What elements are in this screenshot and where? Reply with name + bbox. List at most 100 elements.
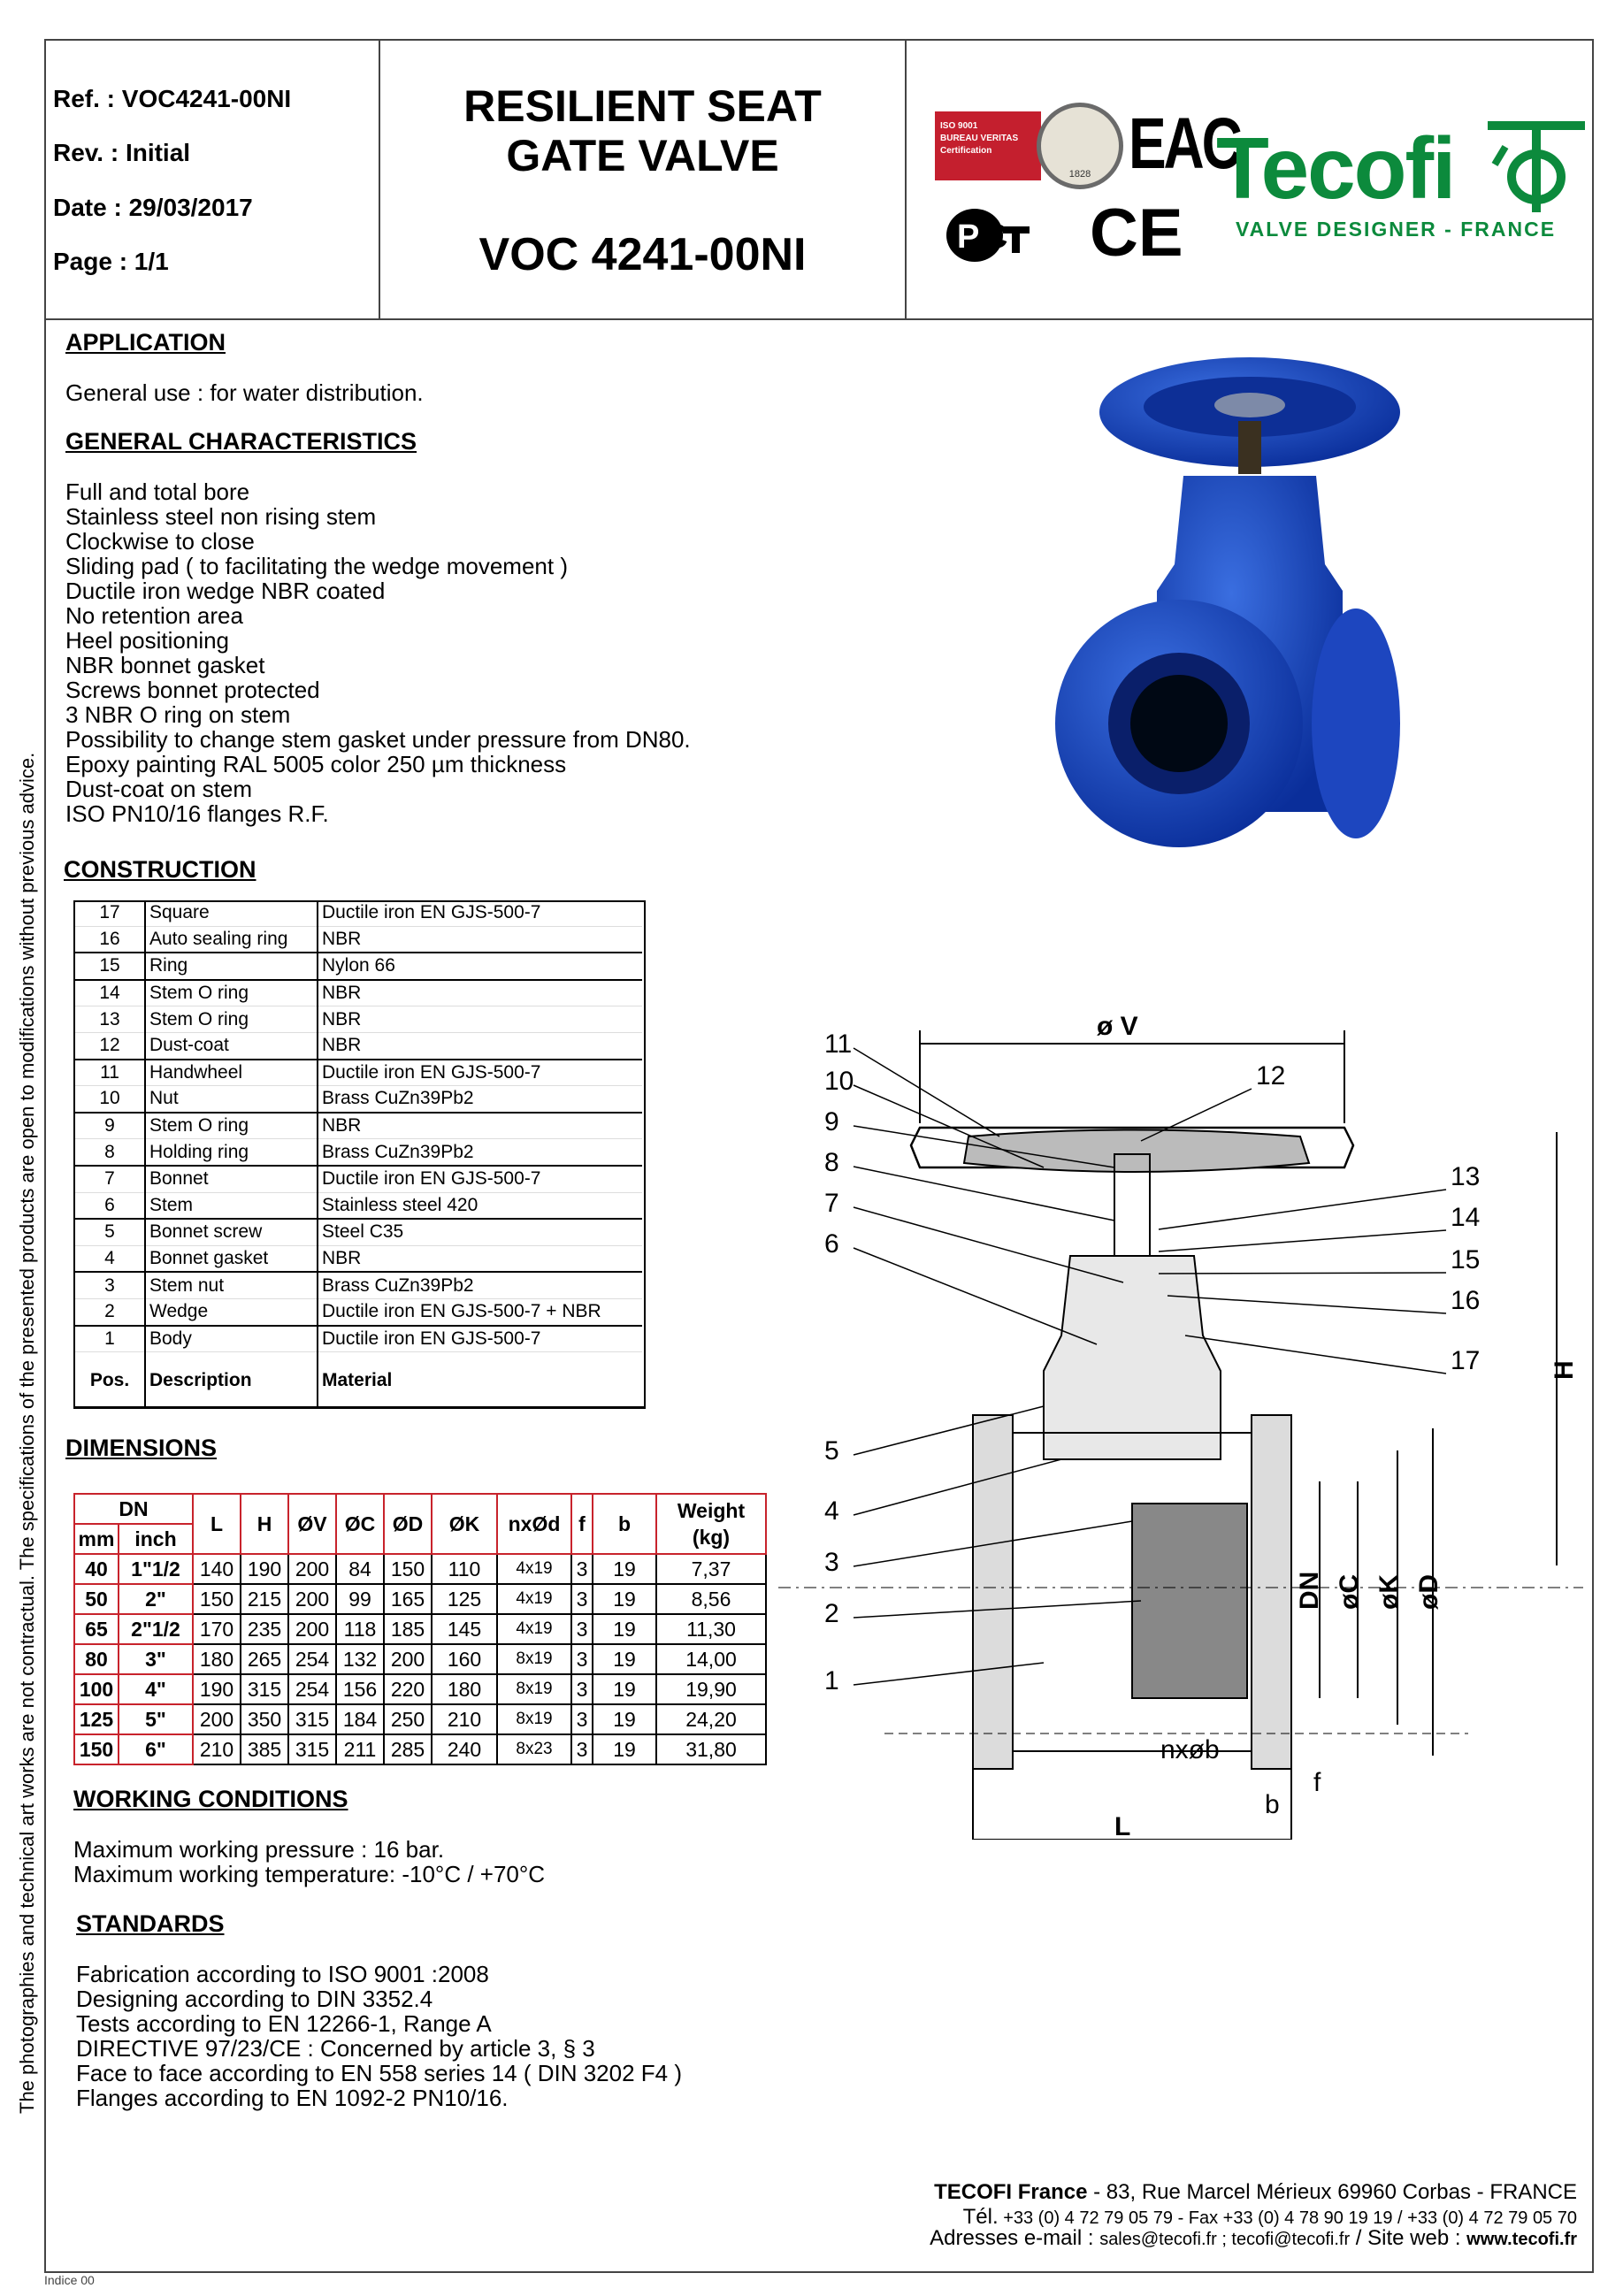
dimension-cell: 235 — [240, 1613, 289, 1645]
characteristic-item: Sliding pad ( to facilitating the wedge … — [65, 553, 568, 579]
dimension-cell: 31,80 — [655, 1733, 767, 1765]
col-l: L — [192, 1493, 241, 1555]
website-link[interactable]: www.tecofi.fr — [1466, 2230, 1577, 2249]
dimension-cell: 190 — [240, 1553, 289, 1585]
characteristic-item: NBR bonnet gasket — [65, 652, 265, 678]
construction-cell: Stainless steel 420 — [317, 1192, 642, 1221]
construction-cell: Wedge — [144, 1298, 318, 1327]
dimension-cell: 254 — [287, 1673, 337, 1705]
dim-b-label: b — [1265, 1790, 1280, 1819]
col-f: f — [570, 1493, 593, 1555]
dimension-cell: 3" — [118, 1643, 194, 1675]
model-number: VOC 4241-00NI — [478, 229, 807, 280]
construction-cell: 12 — [73, 1032, 145, 1060]
construction-cell: Ductile iron EN GJS-500-7 — [317, 1165, 642, 1193]
dimension-cell: 190 — [192, 1673, 241, 1705]
dimension-cell: 254 — [287, 1643, 337, 1675]
construction-cell: Bonnet gasket — [144, 1245, 318, 1274]
dimension-cell: 80 — [73, 1643, 119, 1675]
header-divider — [379, 39, 380, 318]
dimension-cell: 19 — [592, 1703, 657, 1735]
construction-cell: Ductile iron EN GJS-500-7 — [317, 1325, 642, 1353]
characteristic-item: 3 NBR O ring on stem — [65, 701, 291, 728]
dimension-cell: 7,37 — [655, 1553, 767, 1585]
construction-cell: 4 — [73, 1245, 145, 1274]
dimension-cell: 14,00 — [655, 1643, 767, 1675]
dimension-cell: 220 — [383, 1673, 433, 1705]
dimension-cell: 50 — [73, 1583, 119, 1615]
characteristic-item: Screws bonnet protected — [65, 677, 320, 703]
dimension-cell: 315 — [287, 1703, 337, 1735]
header-divider — [905, 39, 907, 318]
dimension-cell: 19 — [592, 1733, 657, 1765]
dimension-cell: 99 — [335, 1583, 385, 1615]
construction-cell: 7 — [73, 1165, 145, 1193]
part-label: 11 — [824, 1029, 852, 1059]
dimension-cell: 200 — [287, 1553, 337, 1585]
tecofi-valve-icon — [1488, 120, 1585, 218]
page-frame — [44, 39, 1594, 2273]
part-label: 13 — [1451, 1162, 1480, 1191]
characteristic-item: ISO PN10/16 flanges R.F. — [65, 800, 329, 827]
characteristic-item: Dust-coat on stem — [65, 776, 252, 802]
leader-line — [853, 1458, 1062, 1516]
dim-k-label: øK — [1374, 1574, 1404, 1610]
characteristic-item: Full and total bore — [65, 478, 250, 505]
dimension-cell: 4" — [118, 1673, 194, 1705]
dimension-cell: 8x19 — [496, 1643, 572, 1675]
part-label: 9 — [824, 1107, 839, 1137]
construction-heading: CONSTRUCTION — [64, 856, 256, 883]
dimension-cell: 125 — [431, 1583, 498, 1615]
construction-cell: Nylon 66 — [317, 953, 642, 981]
dimension-cell: 170 — [192, 1613, 241, 1645]
dimension-cell: 100 — [73, 1673, 119, 1705]
dimension-cell: 3 — [570, 1613, 593, 1645]
dimension-cell: 2" — [118, 1583, 194, 1615]
dim-c-label: øC — [1335, 1574, 1364, 1610]
valve-photo — [1051, 352, 1413, 918]
dimension-cell: 385 — [240, 1733, 289, 1765]
part-label: 3 — [824, 1548, 839, 1577]
dimension-cell: 140 — [192, 1553, 241, 1585]
dimension-cell: 1"1/2 — [118, 1553, 194, 1585]
dimension-cell: 210 — [192, 1733, 241, 1765]
email-links[interactable]: sales@tecofi.fr ; tecofi@tecofi.fr — [1099, 2230, 1351, 2249]
application-heading: APPLICATION — [65, 329, 226, 356]
construction-cell: Bonnet — [144, 1165, 318, 1193]
leader-line — [1158, 1189, 1447, 1230]
construction-cell: Brass CuZn39Pb2 — [317, 1272, 642, 1299]
part-label: 4 — [824, 1496, 839, 1526]
construction-cell: 17 — [73, 900, 145, 927]
col-v: ØV — [287, 1493, 337, 1555]
leader-line — [853, 1662, 1045, 1686]
construction-column-label: Description — [144, 1351, 318, 1410]
header-box — [44, 39, 1592, 320]
dimension-cell: 19 — [592, 1553, 657, 1585]
dimension-cell: 19 — [592, 1643, 657, 1675]
part-label: 17 — [1451, 1346, 1480, 1375]
part-label: 16 — [1451, 1286, 1480, 1315]
construction-cell: Stem O ring — [144, 1112, 318, 1140]
construction-cell: Body — [144, 1325, 318, 1353]
dim-dn-label: DN — [1295, 1572, 1324, 1610]
construction-cell: Steel C35 — [317, 1219, 642, 1246]
date: Date : 29/03/2017 — [53, 194, 253, 221]
dimension-cell: 240 — [431, 1733, 498, 1765]
dim-l-label: L — [1114, 1812, 1130, 1840]
dimension-cell: 200 — [192, 1703, 241, 1735]
pct-icon: P C — [946, 209, 1030, 262]
dimension-cell: 3 — [570, 1553, 593, 1585]
part-label: 6 — [824, 1229, 839, 1259]
doc-title-line1: RESILIENT SEAT — [463, 81, 822, 131]
dimension-cell: 3 — [570, 1733, 593, 1765]
leader-line — [853, 1084, 1045, 1168]
col-d: ØD — [383, 1493, 433, 1555]
